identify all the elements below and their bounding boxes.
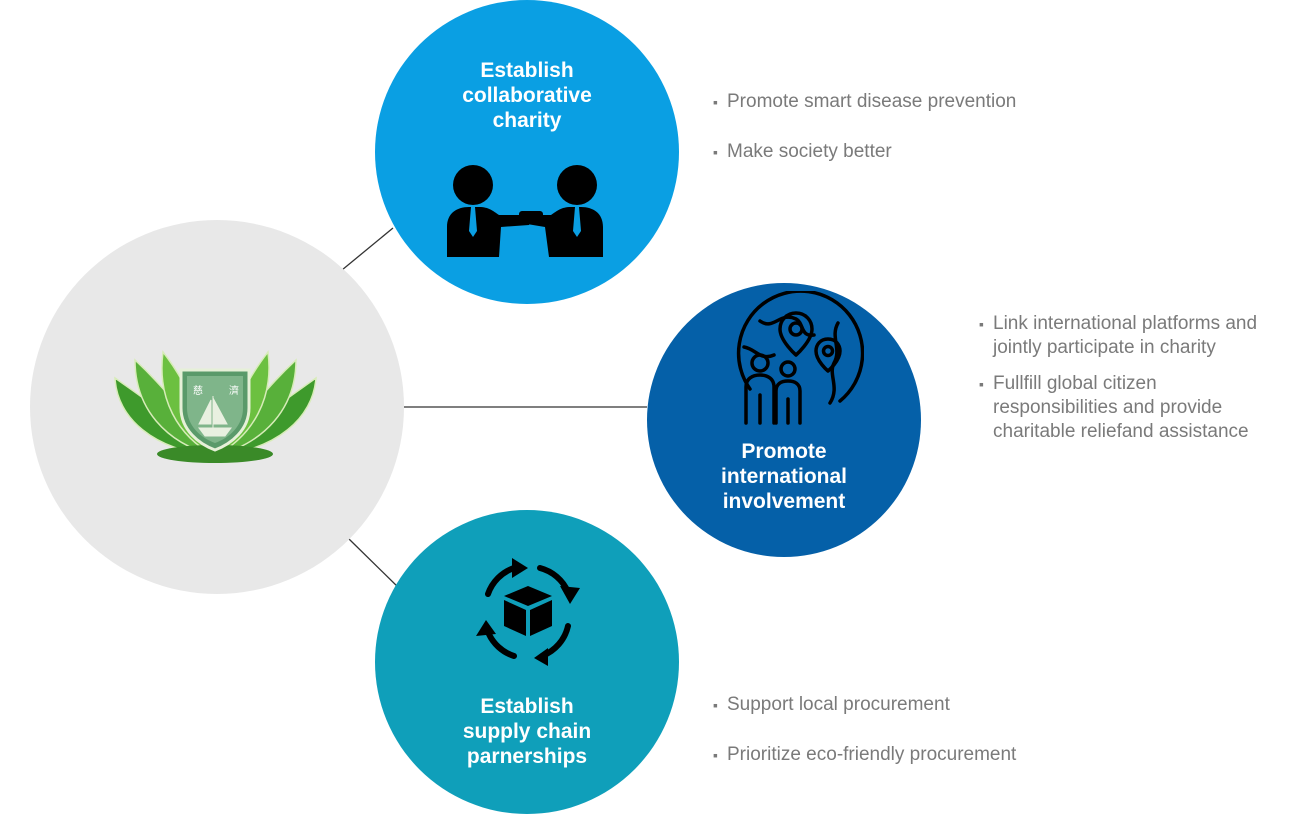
node-title-charity: Establish collaborative charity <box>462 59 592 132</box>
globe-people-location-icon <box>736 291 864 425</box>
bullet-text: Support local procurement <box>727 694 950 715</box>
bullet-item: ▪ Prioritize eco-friendly procurement <box>713 743 1133 767</box>
bullet-list-supply: ▪ Support local procurement ▪ Prioritize e… <box>713 693 1133 793</box>
lotus-emblem-logo: 慈 濟 <box>114 350 317 463</box>
node-title-supply: Establish supply chain parnerships <box>462 695 592 768</box>
bullet-marker: ▪ <box>713 747 718 763</box>
bullet-text: Make society better <box>727 141 892 162</box>
bullet-item: ▪ Link international platforms and jointl… <box>979 312 1279 360</box>
box-cycle-arrows-icon <box>476 558 580 666</box>
bullet-marker: ▪ <box>713 697 718 713</box>
connector-charity <box>341 227 394 271</box>
bullet-marker: ▪ <box>713 94 718 110</box>
node-collaborative-charity: Establish collaborative charity <box>375 0 679 304</box>
bullet-item: ▪ Make society better <box>713 140 1133 164</box>
bullet-item: ▪ Support local procurement <box>713 693 1133 717</box>
node-title-international: Promote international involvement <box>720 440 847 513</box>
bullet-list-charity: ▪ Promote smart disease prevention ▪ Make … <box>713 90 1133 190</box>
bullet-item: ▪ Fullfill global citizen responsibilitie… <box>979 372 1279 444</box>
bullet-text: Fullfill global citizen responsibilities… <box>993 373 1249 442</box>
handshake-people-icon <box>447 165 603 257</box>
bullet-item: ▪ Promote smart disease prevention <box>713 90 1133 114</box>
connector-supply <box>348 538 402 591</box>
bullet-text: Prioritize eco-friendly procurement <box>727 744 1017 765</box>
bullet-text: Link international platforms and jointly… <box>993 313 1258 358</box>
node-international-involvement: Promote international involvement <box>647 283 921 557</box>
svg-text:慈: 慈 <box>193 384 203 397</box>
bullet-marker: ▪ <box>713 144 718 160</box>
bullet-marker: ▪ <box>979 316 984 332</box>
bullet-marker: ▪ <box>979 376 984 392</box>
node-supply-chain-partnerships: Establish supply chain parnerships <box>375 510 679 814</box>
bullet-list-international: ▪ Link international platforms and jointl… <box>979 312 1279 456</box>
bullet-text: Promote smart disease prevention <box>727 91 1017 112</box>
svg-text:濟: 濟 <box>229 384 239 397</box>
